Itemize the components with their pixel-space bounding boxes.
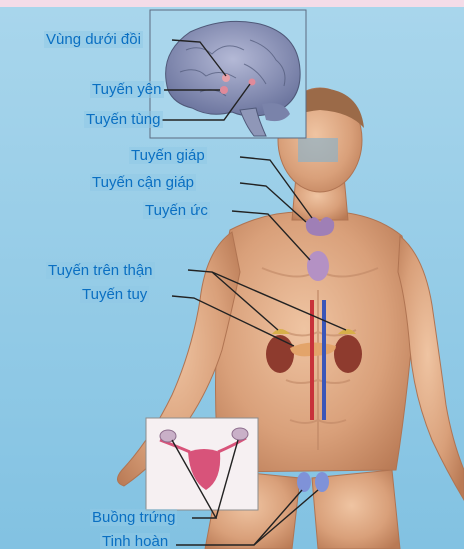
- label-ovaries: Buồng trứng: [90, 509, 177, 526]
- brain-inset: [150, 10, 306, 138]
- label-pineal: Tuyến tùng: [84, 111, 163, 128]
- right-testis: [315, 472, 329, 492]
- label-thyroid: Tuyến giáp: [129, 147, 207, 164]
- label-parathyroid: Tuyến cận giáp: [90, 174, 196, 191]
- reproductive-inset: [146, 418, 258, 510]
- right-ovary: [232, 428, 248, 440]
- label-pituitary: Tuyến yên: [90, 81, 164, 98]
- left-kidney: [266, 335, 294, 373]
- right-kidney: [334, 335, 362, 373]
- top-stripe: [0, 0, 464, 7]
- face-window: [298, 138, 338, 162]
- label-pancreas: Tuyến tuy: [80, 286, 149, 303]
- thymus-gland: [307, 251, 329, 281]
- label-hypothalamus: Vùng dưới đồi: [44, 31, 143, 48]
- pituitary-marker: [220, 86, 228, 94]
- label-testes: Tinh hoàn: [100, 533, 170, 549]
- left-ovary: [160, 430, 176, 442]
- brain: [166, 21, 301, 116]
- left-testis: [297, 472, 311, 492]
- label-thymus: Tuyến ức: [143, 202, 210, 219]
- label-adrenal: Tuyến trên thận: [46, 262, 155, 279]
